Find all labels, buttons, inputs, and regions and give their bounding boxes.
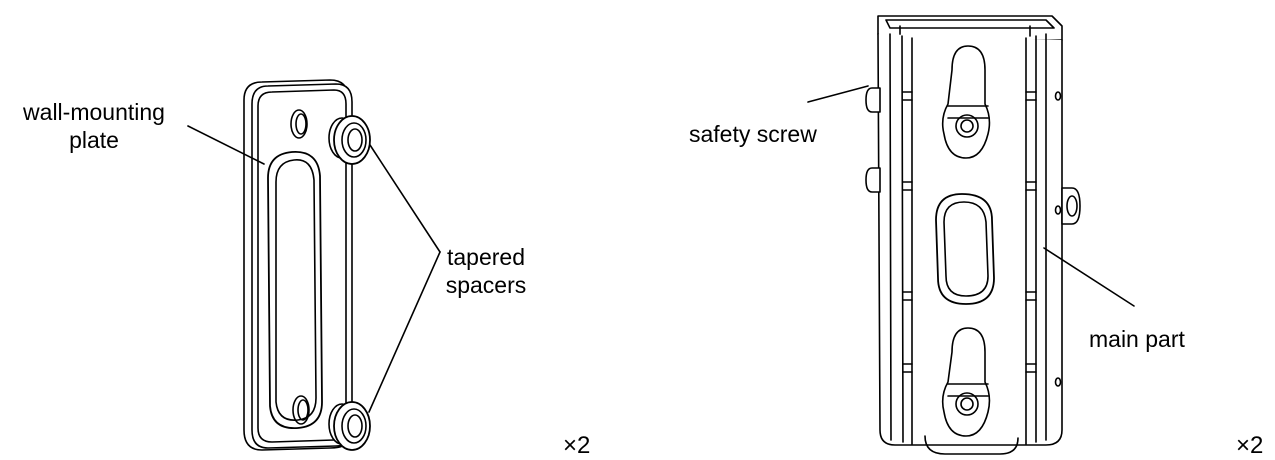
tapered-spacer-top [328,115,371,165]
main-part [877,15,1063,455]
spacers-label-line1: tapered [446,244,525,270]
wall-plate-label-line1: wall-mounting [23,99,165,125]
safety-screw-label: safety screw [689,121,817,147]
leader-safety-screw [807,85,869,103]
leader-spacer-top [369,144,441,253]
leader-main-part [1043,247,1135,307]
quantity-left: ×2 [563,432,591,459]
wall-mounting-plate [243,79,353,451]
spacers-label: tapered spacers [436,243,536,299]
spacers-label-line2: spacers [445,272,527,298]
safety-screw-right [1061,187,1081,225]
main-part-label: main part [1089,326,1185,352]
wall-plate-label: wall-mounting plate [4,98,184,154]
safety-screw-lower [865,167,881,193]
leader-spacer-bottom [368,251,441,413]
tapered-spacer-bottom [328,401,371,451]
safety-screw-upper [865,87,881,113]
wall-plate-label-line2: plate [69,127,119,153]
quantity-right: ×2 [1236,432,1264,459]
leader-wall-plate [187,125,265,165]
